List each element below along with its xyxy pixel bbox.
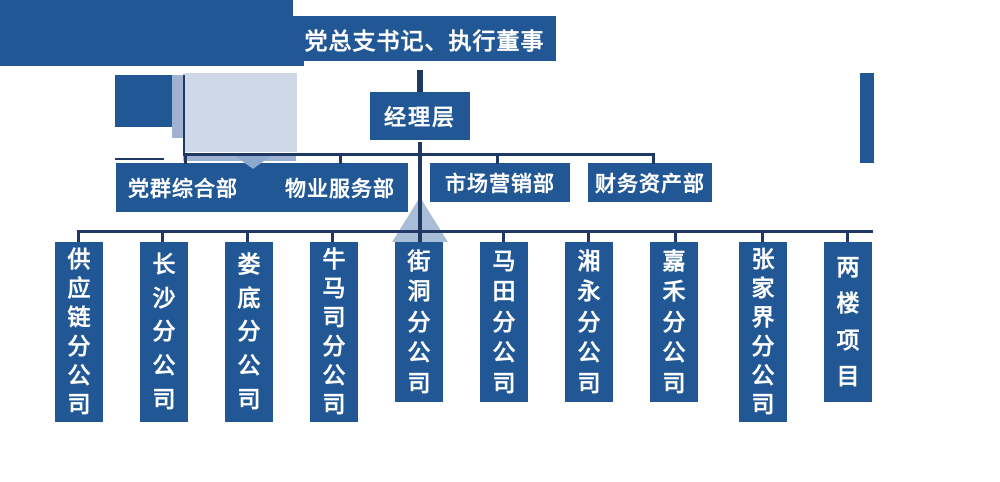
subsidiary-box-xiangyong: 湘永分公司 (565, 242, 613, 402)
connector-left-short-line (115, 158, 164, 160)
department-bar: 党群综合部 物业服务部 (116, 163, 408, 212)
subsidiary-label: 牛马司分公司 (322, 247, 346, 417)
connector-drop (496, 156, 499, 164)
connector-drop (184, 156, 187, 164)
decor-medium-strip (172, 75, 183, 138)
manager-label: 经理层 (383, 105, 456, 130)
connector-tick (331, 233, 334, 242)
dept-box-marketing: 市场营销部 (430, 163, 570, 202)
subsidiary-label: 供应链分公司 (67, 247, 91, 417)
root-box: 党总支书记、执行董事 (293, 16, 556, 61)
subsidiary-box-zhangjiajie: 张家界分公司 (739, 242, 787, 422)
decor-dark-rect (115, 75, 172, 127)
connector-tick (161, 233, 164, 242)
connector-tick (587, 233, 590, 242)
dept-pedestal-left (0, 0, 293, 33)
subsidiary-label: 两楼项目 (836, 254, 860, 390)
subsidiary-label: 马田分公司 (492, 248, 516, 396)
connector-tick (77, 233, 80, 242)
connector-tick (674, 233, 677, 242)
subsidiary-label: 张家界分公司 (751, 247, 775, 417)
manager-box: 经理层 (370, 92, 470, 140)
subsidiary-label: 娄底分公司 (237, 251, 261, 413)
subsidiary-box-jiahe: 嘉禾分公司 (650, 242, 698, 402)
subsidiary-label: 街洞分公司 (407, 248, 431, 396)
connector-drop (652, 156, 655, 164)
connector-tick (761, 233, 764, 242)
dept-pedestal-right (0, 33, 304, 66)
subsidiary-box-matian: 马田分公司 (480, 242, 528, 402)
dept-label-finance: 财务资产部 (595, 171, 705, 196)
connector-tick (246, 233, 249, 242)
connector-tick (502, 233, 505, 242)
dept-box-finance: 财务资产部 (588, 163, 712, 202)
subsidiary-box-loudi: 娄底分公司 (225, 242, 273, 422)
subsidiary-label: 湘永分公司 (577, 248, 601, 396)
connector-tick (418, 233, 421, 242)
connector-root-manager (417, 70, 423, 92)
subsidiary-box-changsha: 长沙分公司 (140, 242, 188, 422)
connector-vline-left (183, 75, 185, 156)
down-arrow-icon (235, 156, 271, 169)
root-label: 党总支书记、执行董事 (304, 28, 545, 54)
subsidiary-box-supply-chain: 供应链分公司 (55, 242, 103, 422)
subsidiary-box-niumasi: 牛马司分公司 (310, 242, 358, 422)
dept-label-party-affairs: 党群综合部 (128, 176, 238, 201)
decor-right-bar (860, 73, 874, 163)
connector-drop (339, 156, 342, 164)
subsidiary-label: 长沙分公司 (152, 251, 176, 413)
subsidiary-box-lianglou: 两楼项目 (824, 242, 872, 402)
connector-hline-subsidiaries (77, 230, 873, 233)
decor-light-rect (183, 73, 297, 152)
subsidiary-box-jiedong: 街洞分公司 (395, 242, 443, 402)
dept-label-marketing: 市场营销部 (445, 171, 555, 196)
subsidiary-label: 嘉禾分公司 (662, 248, 686, 396)
connector-tick (846, 233, 849, 242)
connector-center-line (418, 142, 422, 242)
dept-label-property-service: 物业服务部 (285, 176, 395, 201)
